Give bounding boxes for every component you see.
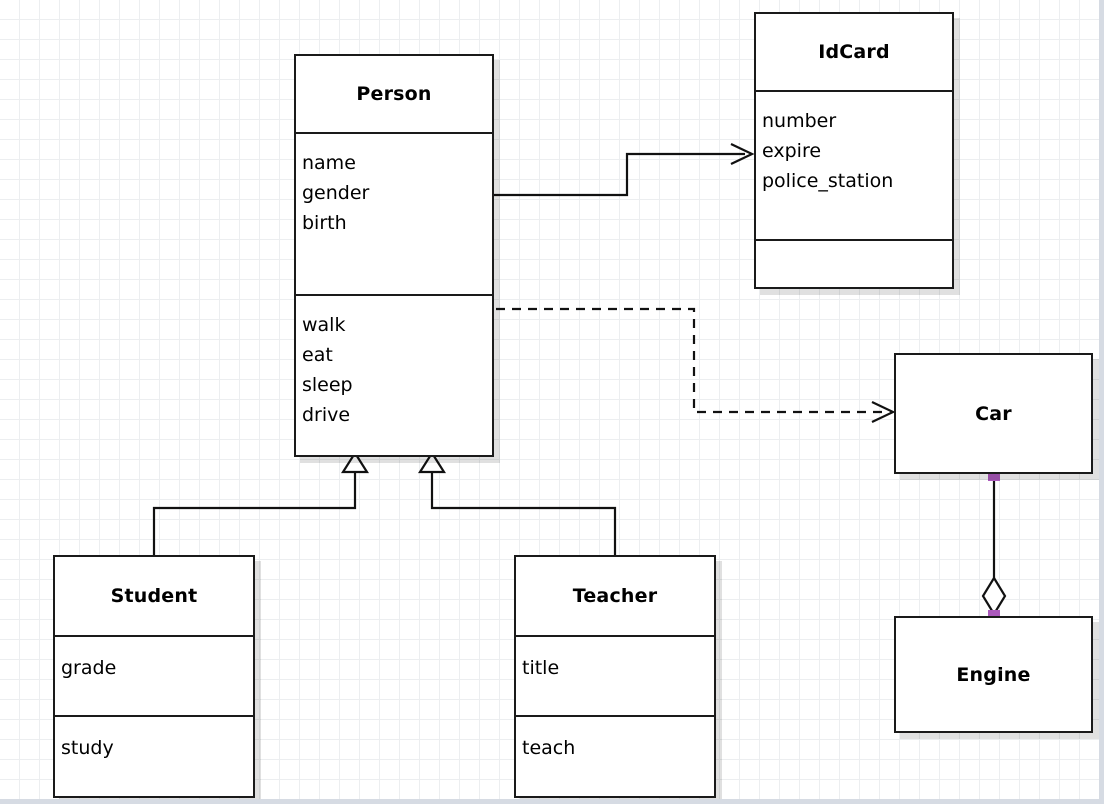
class-operations-student: study <box>55 715 253 800</box>
class-name-car: Car <box>975 402 1012 425</box>
class-name-teacher: Teacher <box>572 585 658 607</box>
operation-item: sleep <box>302 374 353 396</box>
class-attributes-person: name gender birth <box>296 132 492 294</box>
class-operations-idcard <box>756 239 952 287</box>
class-box-car[interactable]: Car <box>894 353 1093 474</box>
connector-teacher-person[interactable] <box>418 450 617 555</box>
operation-item: study <box>61 737 114 759</box>
connector-student-person[interactable] <box>152 450 369 555</box>
viewport-right-edge <box>1099 0 1104 804</box>
operation-item: drive <box>302 404 351 426</box>
class-name-person: Person <box>356 83 432 105</box>
class-operations-person: walk eat sleep drive <box>296 294 492 455</box>
class-box-teacher[interactable]: Teacher title teach <box>514 555 716 798</box>
operation-item: teach <box>522 737 576 759</box>
class-attributes-student: grade <box>55 635 253 715</box>
class-operations-teacher: teach <box>516 715 714 800</box>
class-attributes-idcard: number expire police_station <box>756 90 952 239</box>
attribute-item: gender <box>302 182 370 204</box>
attribute-item: name <box>302 152 356 174</box>
operation-item: eat <box>302 344 333 366</box>
attribute-item: birth <box>302 212 347 234</box>
viewport-bottom-edge <box>0 799 1104 804</box>
attribute-item: police_station <box>762 170 894 192</box>
attribute-item: grade <box>61 657 117 679</box>
class-name-student: Student <box>110 585 198 607</box>
operation-item: walk <box>302 314 346 336</box>
connector-person-idcard[interactable] <box>493 143 755 197</box>
attribute-item: number <box>762 110 837 132</box>
class-box-idcard[interactable]: IdCard number expire police_station <box>754 12 954 289</box>
class-box-engine[interactable]: Engine <box>894 616 1093 733</box>
attribute-item: title <box>522 657 560 679</box>
connector-person-car[interactable] <box>496 307 896 423</box>
class-name-idcard: IdCard <box>818 41 890 63</box>
class-name-engine: Engine <box>956 663 1031 686</box>
class-attributes-teacher: title <box>516 635 714 715</box>
connector-car-engine[interactable] <box>981 474 1007 617</box>
attribute-item: expire <box>762 140 822 162</box>
class-box-student[interactable]: Student grade study <box>53 555 255 798</box>
class-box-person[interactable]: Person name gender birth walk eat sleep … <box>294 54 494 457</box>
